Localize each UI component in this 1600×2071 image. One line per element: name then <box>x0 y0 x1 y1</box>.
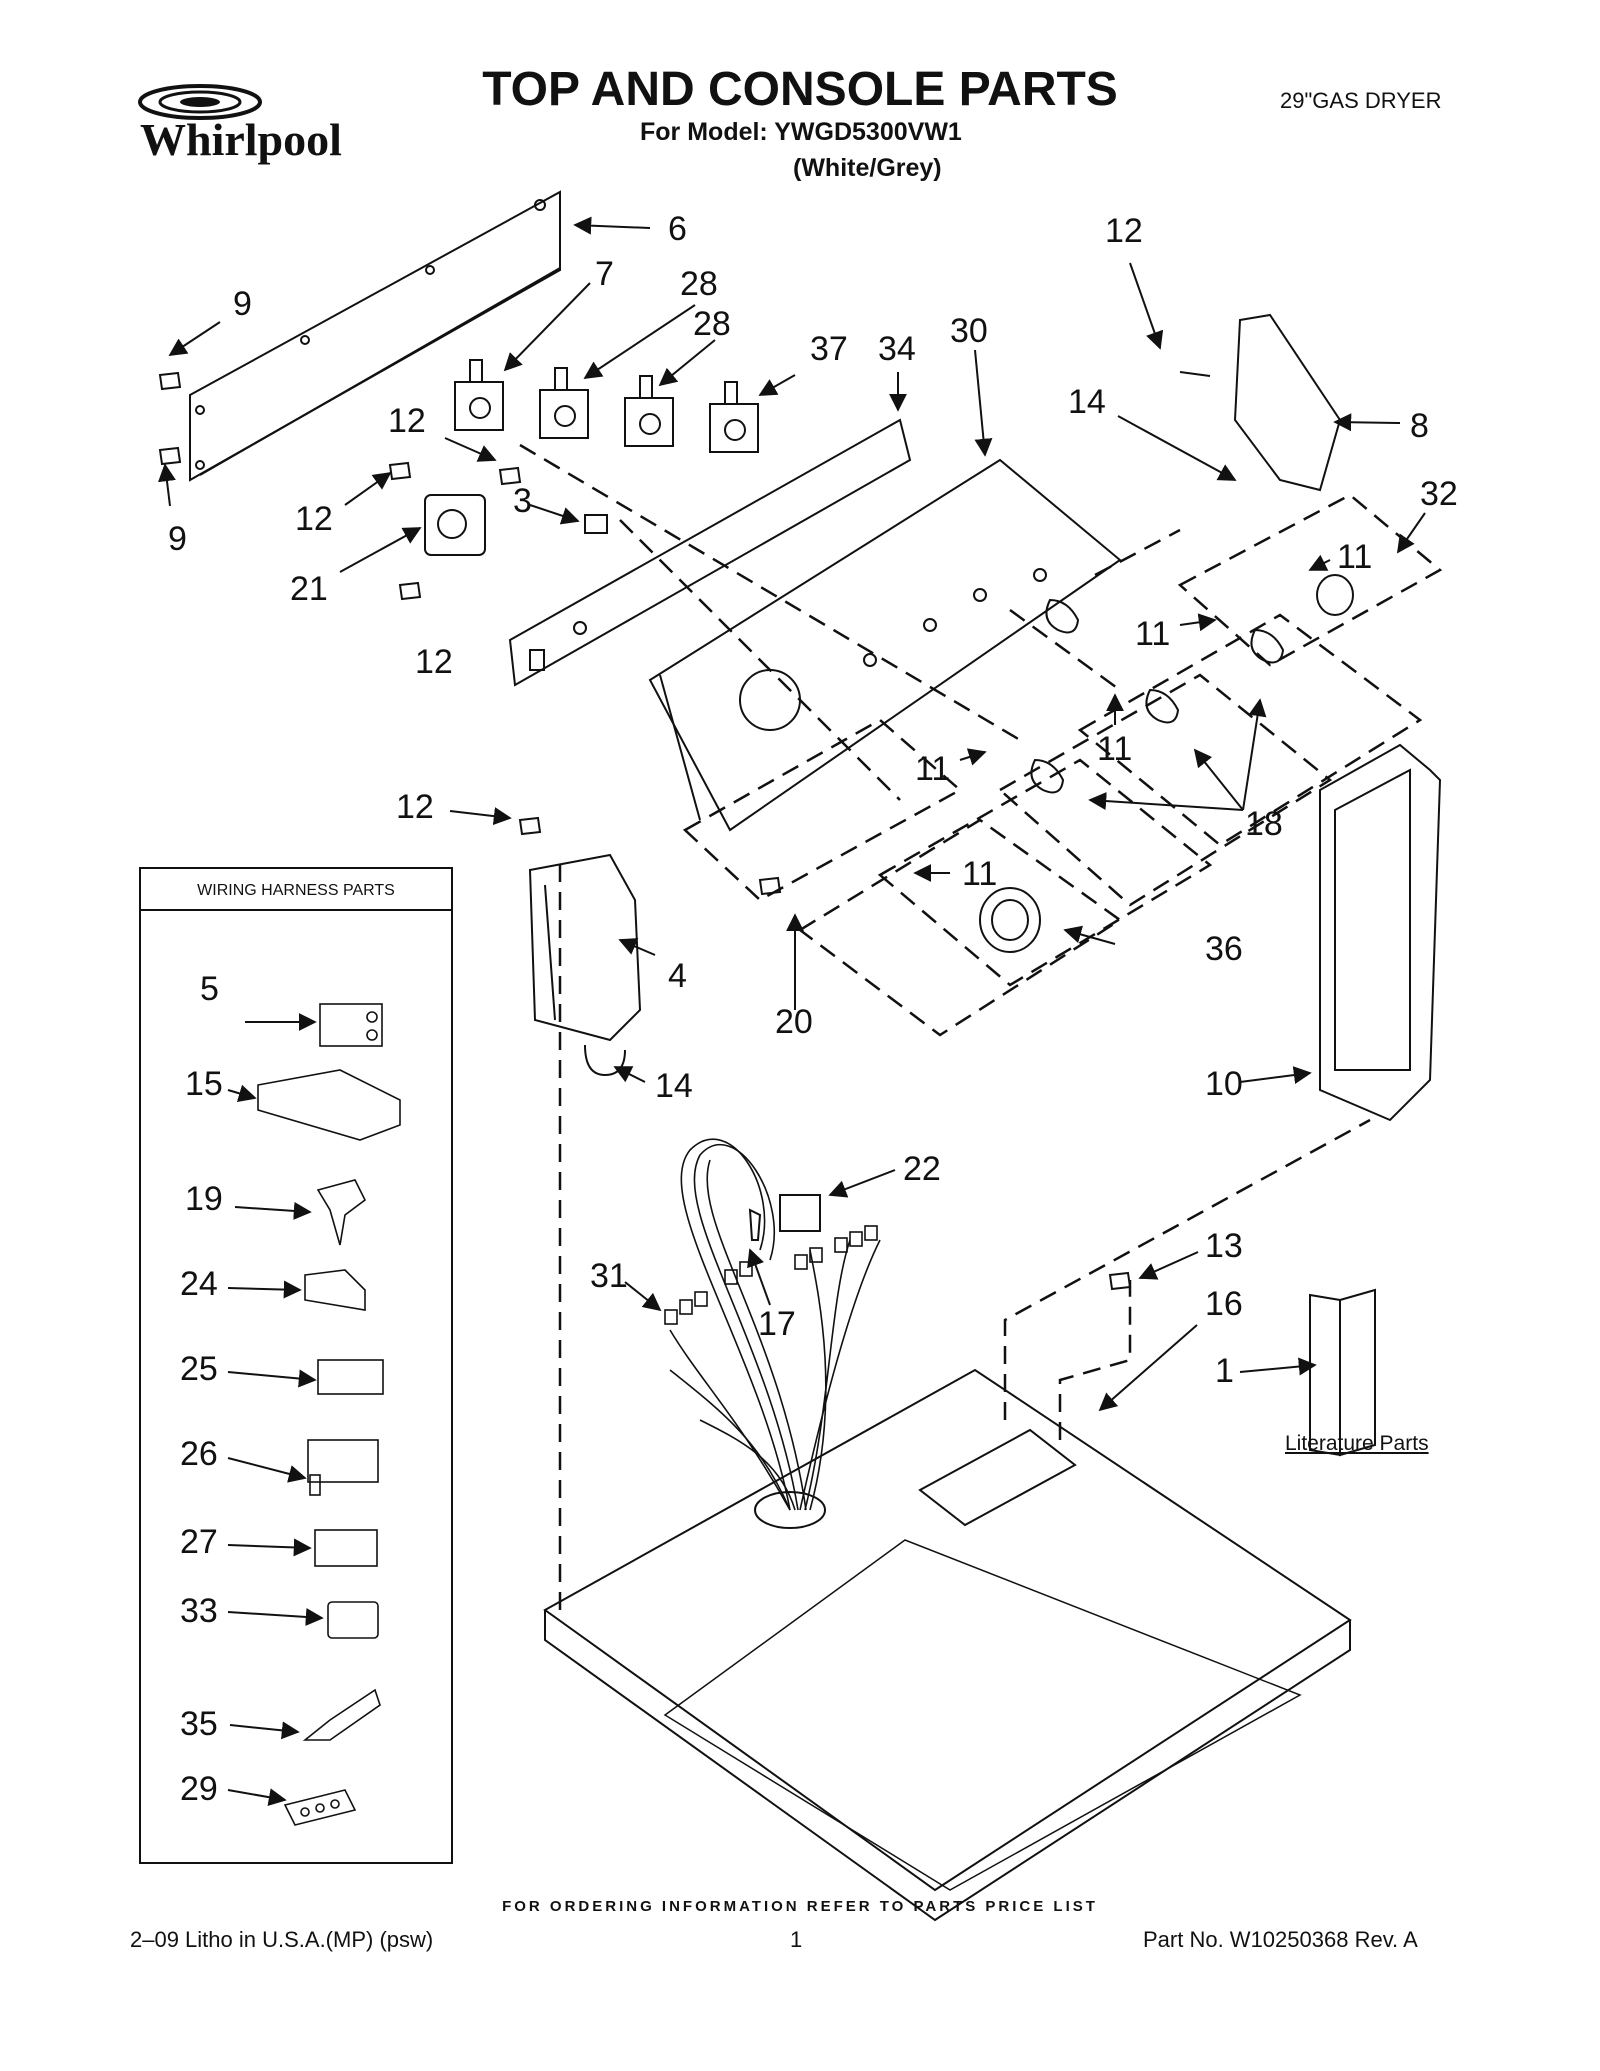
color-line: (White/Grey) <box>793 154 942 182</box>
callout-12c: 12 <box>415 643 453 681</box>
page-title: TOP AND CONSOLE PARTS <box>482 63 1118 116</box>
knob-36 <box>979 887 1041 953</box>
timer-21 <box>424 494 486 556</box>
callout-36: 36 <box>1205 930 1243 968</box>
harness-parts-art <box>257 1003 401 1826</box>
callout-10: 10 <box>1205 1065 1243 1103</box>
knob-18c <box>1145 688 1180 724</box>
callout-30: 30 <box>950 312 988 350</box>
callout-11e: 11 <box>962 855 997 893</box>
harness-callout-15: 15 <box>185 1065 223 1103</box>
callout-8: 8 <box>1410 407 1429 445</box>
callout-11c: 11 <box>1097 730 1132 768</box>
knob-32 <box>1316 574 1354 616</box>
callout-17: 17 <box>758 1305 796 1343</box>
top-panel <box>543 1368 1352 1892</box>
callout-31: 31 <box>590 1257 628 1295</box>
part-number: Part No. W10250368 Rev. A <box>1143 1927 1418 1952</box>
lint-screen <box>1319 743 1442 1122</box>
callout-3: 3 <box>513 482 532 520</box>
clip-22 <box>779 1194 821 1232</box>
harness-callout-19: 19 <box>185 1180 223 1218</box>
callout-4: 4 <box>668 957 687 995</box>
litho-info: 2–09 Litho in U.S.A.(MP) (psw) <box>130 1927 434 1952</box>
model-line: For Model: YWGD5300VW1 <box>640 118 962 146</box>
harness-callout-25: 25 <box>180 1350 218 1388</box>
callout-13: 13 <box>1205 1227 1243 1265</box>
callout-9b: 9 <box>168 520 187 558</box>
callout-34: 34 <box>878 330 916 368</box>
callout-16: 16 <box>1205 1285 1243 1323</box>
switch-28a <box>539 367 589 439</box>
end-cap <box>528 853 642 1042</box>
harness-callout-27: 27 <box>180 1523 218 1561</box>
callout-6: 6 <box>668 210 687 248</box>
callout-7: 7 <box>595 255 614 293</box>
callout-11a: 11 <box>1337 538 1372 576</box>
wiring-harness <box>664 1138 881 1511</box>
whirlpool-logo: Whirlpool <box>130 70 380 180</box>
backsplash-plate <box>189 190 561 482</box>
knob-18b <box>1250 628 1285 664</box>
switch-7 <box>454 359 504 431</box>
product-type: 29"GAS DRYER <box>1280 88 1442 113</box>
page-number: 1 <box>790 1927 803 1952</box>
callout-1: 1 <box>1215 1352 1234 1390</box>
bracket-8 <box>1233 313 1342 492</box>
callout-14-top: 14 <box>1068 383 1106 421</box>
callout-28a: 28 <box>680 265 718 303</box>
callout-14-bottom: 14 <box>655 1067 693 1105</box>
callout-12d: 12 <box>396 788 434 826</box>
wiring-harness-title: WIRING HARNESS PARTS <box>197 882 395 899</box>
wiring-harness-box <box>139 867 453 1864</box>
switch-28b <box>624 375 674 447</box>
switch-37 <box>709 381 759 453</box>
callout-11b: 11 <box>1135 615 1170 653</box>
callout-9a: 9 <box>233 285 252 323</box>
screw-17 <box>748 1208 762 1241</box>
literature-parts-label: Literature Parts <box>1285 1432 1429 1455</box>
callout-12-top: 12 <box>1105 212 1143 250</box>
harness-callout-5: 5 <box>200 970 219 1008</box>
callout-12a: 12 <box>388 402 426 440</box>
harness-callout-35: 35 <box>180 1705 218 1743</box>
callout-12b: 12 <box>295 500 333 538</box>
callout-21: 21 <box>290 570 328 608</box>
harness-callout-26: 26 <box>180 1435 218 1473</box>
callout-37: 37 <box>810 330 848 368</box>
knob-18a <box>1045 598 1080 634</box>
callout-32: 32 <box>1420 475 1458 513</box>
callout-28b: 28 <box>693 305 731 343</box>
callout-18: 18 <box>1245 805 1283 843</box>
callout-22: 22 <box>903 1150 941 1188</box>
harness-callout-33: 33 <box>180 1592 218 1630</box>
brand-wordmark: Whirlpool <box>140 114 342 165</box>
harness-callout-29: 29 <box>180 1770 218 1808</box>
mounting-bracket <box>508 418 912 687</box>
knob-18d <box>1030 758 1065 794</box>
clip-14 <box>584 1044 626 1077</box>
callout-11d: 11 <box>915 750 950 788</box>
console-panel <box>648 458 1122 832</box>
harness-callout-24: 24 <box>180 1265 218 1303</box>
callout-20: 20 <box>775 1003 813 1041</box>
ordering-note: FOR ORDERING INFORMATION REFER TO PARTS … <box>502 1898 1098 1915</box>
literature-packet <box>1339 1288 1376 1457</box>
clip-3 <box>584 514 608 534</box>
